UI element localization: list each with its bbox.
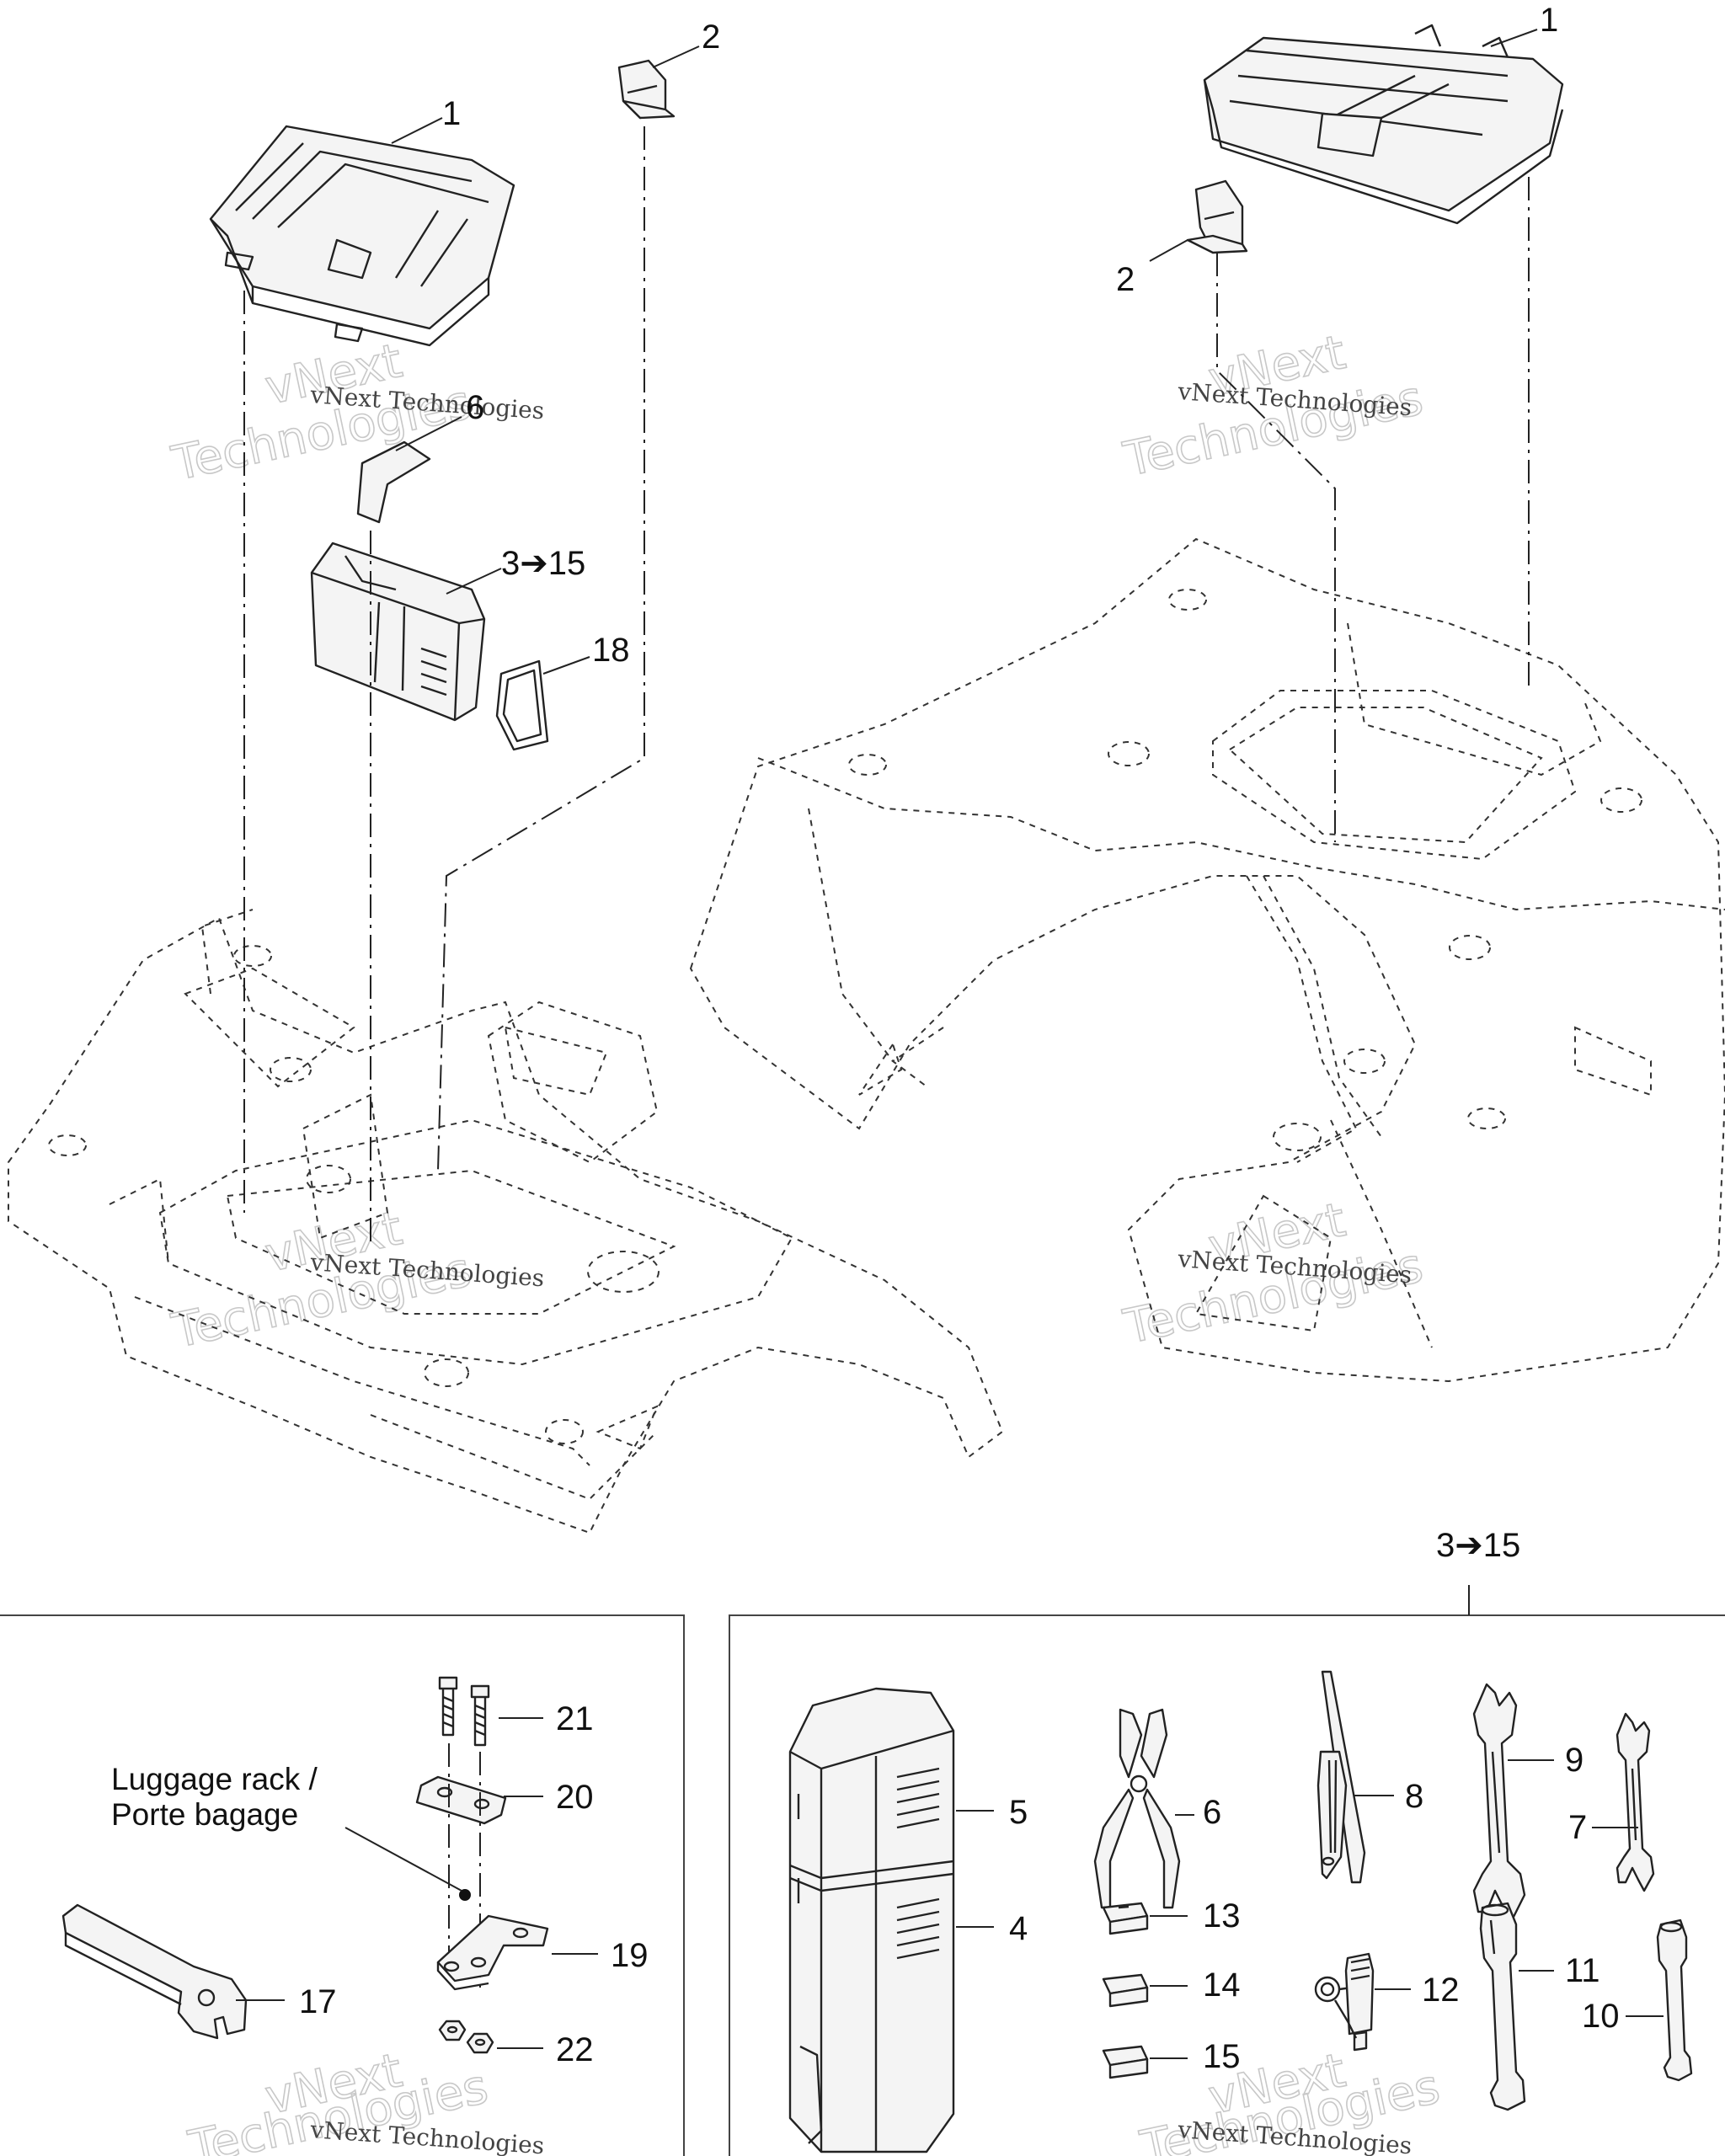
screw-pair [438, 1676, 490, 1747]
callout-7: 7 [1568, 1809, 1587, 1846]
callout-8: 8 [1405, 1778, 1423, 1815]
callout-14: 14 [1203, 1967, 1241, 2004]
rear-fender-left-view [8, 909, 1004, 1534]
callout-5: 5 [1009, 1794, 1028, 1831]
fuse-13 [1102, 1902, 1149, 1935]
storage-lid-right [1203, 24, 1564, 225]
socket-wrench-small [1656, 1919, 1693, 2082]
callout-19: 19 [611, 1937, 649, 1974]
latch-right [1186, 179, 1248, 254]
callout-17: 17 [299, 1983, 337, 2020]
mount-point-dot [459, 1889, 471, 1901]
socket-wrench-large [1479, 1902, 1526, 2111]
callout-13: 13 [1203, 1897, 1241, 1935]
luggage-rack-label-en: Luggage rack / [111, 1762, 318, 1796]
toolkit-panel: 3➔15 5 4 6 [729, 1527, 1725, 2156]
callout-4: 4 [1009, 1910, 1028, 1947]
callout-20: 20 [556, 1779, 594, 1816]
callout-2-right: 2 [1116, 261, 1135, 298]
callout-3-15-kit: 3➔15 [1436, 1527, 1520, 1564]
mounting-bracket [436, 1914, 549, 1991]
callout-6-pliers: 6 [1203, 1794, 1221, 1831]
toolbox-open [788, 1687, 955, 2153]
callout-6-strap: 6 [466, 389, 484, 426]
fuse-14 [1102, 1973, 1149, 2008]
luggage-rack-label-fr: Porte bagage [111, 1797, 298, 1832]
lock-nut-pair [438, 2020, 494, 2054]
callout-9: 9 [1565, 1742, 1583, 1779]
callout-22: 22 [556, 2031, 594, 2068]
open-end-wrench-small [1616, 1712, 1655, 1892]
callout-1-right: 1 [1540, 2, 1558, 39]
callout-2-left: 2 [702, 19, 720, 56]
fuse-15 [1102, 2045, 1149, 2079]
callout-12: 12 [1422, 1972, 1460, 2009]
spacer-plate [415, 1775, 507, 1825]
spark-plug-gap-tool [1314, 1952, 1375, 2052]
callout-3-15-toolbox: 3➔15 [501, 545, 585, 582]
storage-lid-left [209, 125, 515, 347]
toolbox-closed [310, 542, 486, 722]
alignment-lines-left [243, 126, 645, 1246]
callouts-top: 1 2 6 3➔15 18 1 2 [391, 2, 1558, 675]
gasket-ring [495, 659, 549, 751]
spanner-wrench [61, 1903, 248, 2040]
callout-18-gasket: 18 [592, 632, 630, 669]
latch-left [617, 59, 676, 120]
tool-strap [356, 440, 431, 524]
callout-1-left: 1 [442, 95, 461, 132]
callout-15: 15 [1203, 2038, 1241, 2075]
alignment-lines-right [1216, 177, 1530, 842]
front-fender-right-view [689, 537, 1725, 1383]
open-end-wrench-large [1472, 1683, 1526, 1922]
pliers [1093, 1708, 1181, 1909]
callout-11: 11 [1565, 1952, 1600, 1989]
screwdriver [1316, 1670, 1366, 1884]
luggage-rack-hardware-panel: 21 20 Luggage rack / Porte bagage 19 [0, 1614, 685, 2156]
callout-21: 21 [556, 1700, 594, 1737]
callout-10: 10 [1582, 1998, 1620, 2035]
